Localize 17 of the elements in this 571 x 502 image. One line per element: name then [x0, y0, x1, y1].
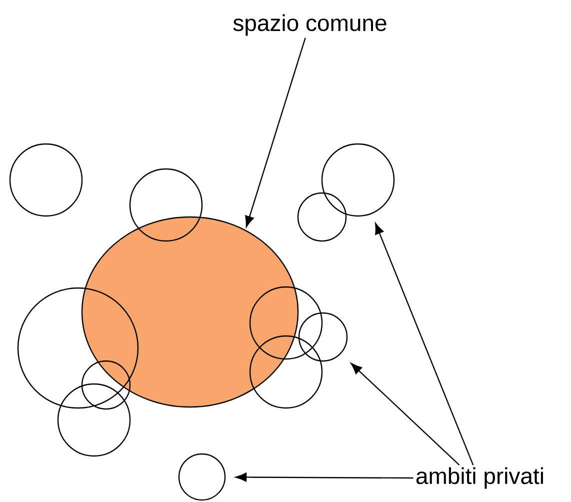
leader-arrow	[350, 363, 460, 466]
circle	[9, 143, 83, 217]
circle	[57, 383, 131, 457]
circle	[297, 192, 347, 242]
leader-arrow	[375, 223, 474, 466]
leader-arrow	[245, 38, 306, 228]
circle	[249, 335, 323, 409]
circle	[17, 287, 139, 409]
circle	[249, 286, 323, 360]
circle	[321, 143, 395, 217]
shared-space-ellipse	[81, 216, 299, 408]
callout-text: ambiti privati	[416, 467, 543, 489]
circle	[298, 312, 348, 362]
circle	[129, 168, 203, 242]
callout-text: spazio comune	[233, 14, 386, 36]
circle	[178, 453, 226, 501]
leader-arrow	[235, 472, 414, 482]
